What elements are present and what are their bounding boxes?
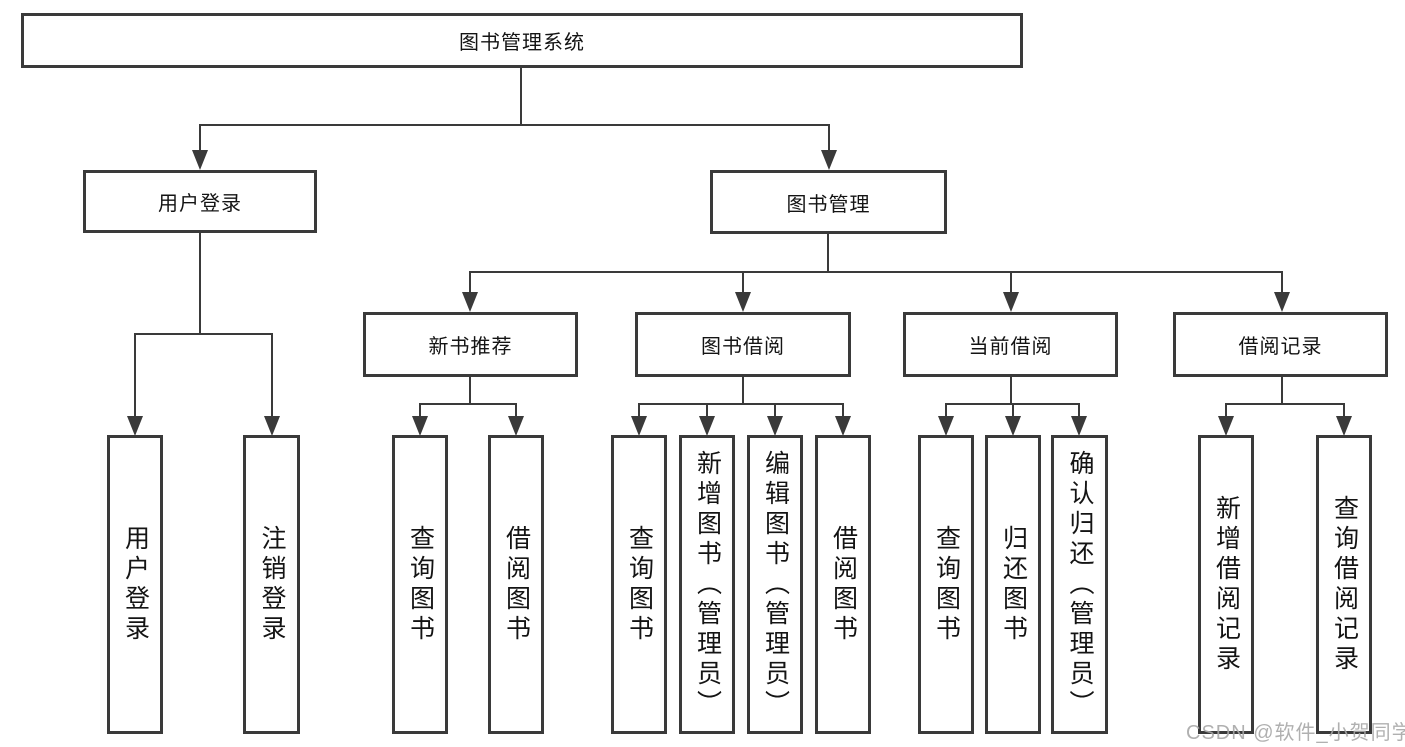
- arrowhead-down-icon: [412, 416, 428, 436]
- node-root: 图书管理系统: [21, 13, 1023, 68]
- arrowhead-down-icon: [835, 416, 851, 436]
- connector-line: [842, 403, 844, 417]
- connector-line: [742, 377, 744, 405]
- leaf-record-query-borrow-record-label: 查询借阅记录: [1330, 494, 1359, 675]
- connector-line: [1012, 403, 1014, 417]
- connector-line: [1281, 271, 1283, 293]
- connector-line: [515, 403, 517, 417]
- connector-line: [1225, 403, 1345, 405]
- arrowhead-down-icon: [821, 150, 837, 170]
- leaf-logout: 注销登录: [243, 435, 300, 734]
- arrowhead-down-icon: [1005, 416, 1021, 436]
- connector-line: [638, 403, 844, 405]
- arrowhead-down-icon: [631, 416, 647, 436]
- node-new-book-recommend: 新书推荐: [363, 312, 578, 377]
- leaf-logout-label: 注销登录: [258, 524, 286, 645]
- leaf-borrow-query-books: 查询图书: [611, 435, 667, 734]
- connector-line: [469, 377, 471, 405]
- csdn-watermark: CSDN @软件_小贺同学: [1186, 722, 1405, 744]
- connector-line: [774, 403, 776, 417]
- arrowhead-down-icon: [192, 150, 208, 170]
- connector-line: [134, 333, 136, 417]
- connector-line: [945, 403, 947, 417]
- arrowhead-down-icon: [1003, 292, 1019, 312]
- node-book-borrow: 图书借阅: [635, 312, 851, 377]
- leaf-current-confirm-return-admin-label: 确认归还（管理员）: [1066, 449, 1094, 720]
- connector-line: [638, 403, 640, 417]
- connector-line: [199, 124, 830, 126]
- arrowhead-down-icon: [1336, 416, 1352, 436]
- arrowhead-down-icon: [699, 416, 715, 436]
- connector-line: [1078, 403, 1080, 417]
- leaf-record-add-borrow-record-label: 新增借阅记录: [1212, 494, 1241, 675]
- leaf-record-add-borrow-record: 新增借阅记录: [1198, 435, 1254, 734]
- arrowhead-down-icon: [938, 416, 954, 436]
- leaf-newbook-query-books: 查询图书: [392, 435, 448, 734]
- arrowhead-down-icon: [462, 292, 478, 312]
- node-current-borrow-label: 当前借阅: [968, 336, 1053, 358]
- arrowhead-down-icon: [127, 416, 143, 436]
- leaf-borrow-borrow-books: 借阅图书: [815, 435, 871, 734]
- connector-line: [1281, 377, 1283, 405]
- node-book-management-label: 图书管理: [786, 193, 871, 216]
- arrowhead-down-icon: [1071, 416, 1087, 436]
- leaf-newbook-borrow-books-label: 借阅图书: [502, 524, 531, 645]
- leaf-borrow-add-books-admin: 新增图书（管理员）: [679, 435, 735, 734]
- arrowhead-down-icon: [264, 416, 280, 436]
- leaf-user-login: 用户登录: [107, 435, 163, 734]
- connector-line: [742, 271, 744, 293]
- arrowhead-down-icon: [508, 416, 524, 436]
- leaf-borrow-query-books-label: 查询图书: [625, 524, 654, 645]
- leaf-newbook-query-books-label: 查询图书: [406, 524, 435, 645]
- connector-line: [469, 271, 471, 293]
- leaf-borrow-edit-books-admin: 编辑图书（管理员）: [747, 435, 803, 734]
- connector-line: [1225, 403, 1227, 417]
- node-borrow-record-label: 借阅记录: [1238, 336, 1323, 358]
- connector-line: [1010, 377, 1012, 405]
- connector-line: [1343, 403, 1345, 417]
- node-root-label: 图书管理系统: [459, 32, 585, 54]
- connector-line: [419, 403, 421, 417]
- leaf-current-query-books-label: 查询图书: [932, 524, 961, 645]
- connector-line: [199, 232, 201, 335]
- connector-line: [520, 68, 522, 126]
- node-user-login-label: 用户登录: [158, 193, 242, 215]
- leaf-borrow-add-books-admin-label: 新增图书（管理员）: [693, 449, 722, 720]
- leaf-user-login-label: 用户登录: [121, 524, 150, 645]
- connector-line: [827, 233, 829, 273]
- leaf-current-confirm-return-admin: 确认归还（管理员）: [1051, 435, 1108, 734]
- arrowhead-down-icon: [735, 292, 751, 312]
- arrowhead-down-icon: [1218, 416, 1234, 436]
- connector-line: [706, 403, 708, 417]
- node-book-management: 图书管理: [710, 170, 947, 234]
- connector-line: [469, 271, 1283, 273]
- leaf-borrow-edit-books-admin-label: 编辑图书（管理员）: [761, 449, 790, 720]
- leaf-borrow-borrow-books-label: 借阅图书: [829, 524, 858, 645]
- connector-line: [134, 333, 273, 335]
- node-borrow-record: 借阅记录: [1173, 312, 1388, 377]
- connector-line: [199, 124, 201, 152]
- connector-line: [271, 333, 273, 417]
- connector-line: [1010, 271, 1012, 293]
- leaf-newbook-borrow-books: 借阅图书: [488, 435, 544, 734]
- node-user-login: 用户登录: [83, 170, 317, 233]
- leaf-record-query-borrow-record: 查询借阅记录: [1316, 435, 1372, 734]
- leaf-current-return-books: 归还图书: [985, 435, 1041, 734]
- arrowhead-down-icon: [767, 416, 783, 436]
- arrowhead-down-icon: [1274, 292, 1290, 312]
- node-book-borrow-label: 图书借阅: [701, 336, 785, 358]
- leaf-current-return-books-label: 归还图书: [999, 524, 1028, 645]
- node-current-borrow: 当前借阅: [903, 312, 1118, 377]
- connector-line: [828, 124, 830, 152]
- node-new-book-recommend-label: 新书推荐: [428, 336, 513, 358]
- connector-line: [419, 403, 517, 405]
- leaf-current-query-books: 查询图书: [918, 435, 974, 734]
